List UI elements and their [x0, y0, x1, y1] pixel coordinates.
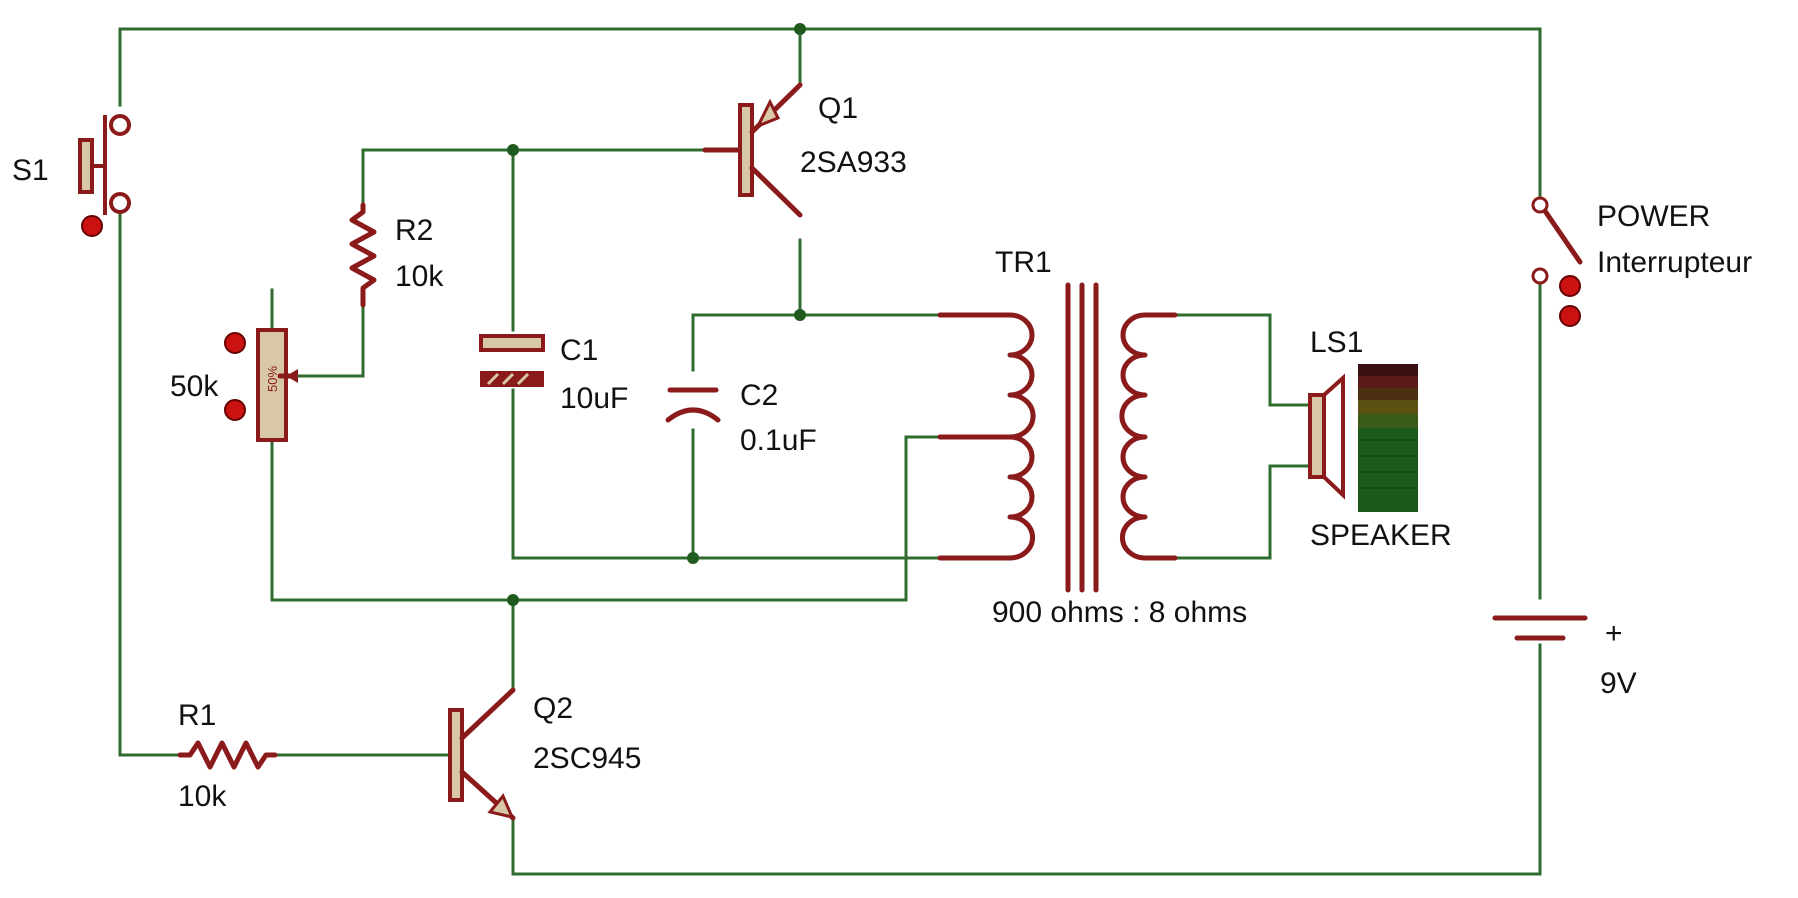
battery[interactable] [1492, 615, 1588, 641]
tr1-ratio: 900 ohms : 8 ohms [992, 596, 1247, 629]
q1-part: 2SA933 [800, 146, 907, 179]
potentiometer[interactable]: 50% [256, 328, 298, 442]
q2-label: Q2 [533, 692, 573, 725]
power-switch[interactable] [1531, 196, 1583, 285]
r1-label: R1 [178, 699, 216, 732]
pot-wiper-percent: 50% [265, 366, 280, 392]
s1-label: S1 [12, 154, 49, 187]
tr1-label: TR1 [995, 246, 1052, 279]
power-label: POWER [1597, 200, 1710, 233]
probe-icon[interactable] [1559, 275, 1581, 297]
q1-pnp-transistor[interactable] [702, 82, 803, 218]
power-name: Interrupteur [1597, 246, 1752, 279]
battery-value: 9V [1600, 667, 1637, 700]
ls1-speaker[interactable] [1308, 373, 1345, 500]
r2-label: R2 [395, 214, 433, 247]
tr1-transformer[interactable] [937, 282, 1178, 593]
c1-value: 10uF [560, 382, 628, 415]
junction-node [687, 552, 699, 564]
s1-push-switch[interactable] [78, 114, 131, 215]
probe-up-icon[interactable] [224, 332, 246, 354]
junction-nodes [507, 23, 806, 606]
c2-label: C2 [740, 379, 778, 412]
junction-node [507, 144, 519, 156]
q1-label: Q1 [818, 92, 858, 125]
battery-polarity: + [1605, 617, 1623, 650]
c2-value: 0.1uF [740, 424, 817, 457]
junction-node [794, 309, 806, 321]
r1-resistor[interactable] [177, 740, 278, 770]
level-meter-icon [1358, 364, 1418, 512]
pot-value: 50k [170, 370, 219, 403]
q2-part: 2SC945 [533, 742, 641, 775]
junction-node [507, 594, 519, 606]
probe-down-icon[interactable] [224, 399, 246, 421]
r1-value: 10k [178, 780, 227, 813]
ls1-name: SPEAKER [1310, 519, 1452, 552]
r2-value: 10k [395, 260, 444, 293]
q2-npn-transistor[interactable] [448, 687, 516, 821]
wires [118, 27, 1542, 876]
probe-icon[interactable] [81, 215, 103, 237]
c1-capacitor[interactable] [479, 334, 545, 387]
probe-icon[interactable] [1559, 305, 1581, 327]
ls1-label: LS1 [1310, 326, 1363, 359]
junction-node [794, 23, 806, 35]
c1-label: C1 [560, 334, 598, 367]
c2-capacitor[interactable] [665, 387, 721, 423]
r2-resistor[interactable] [349, 202, 377, 308]
